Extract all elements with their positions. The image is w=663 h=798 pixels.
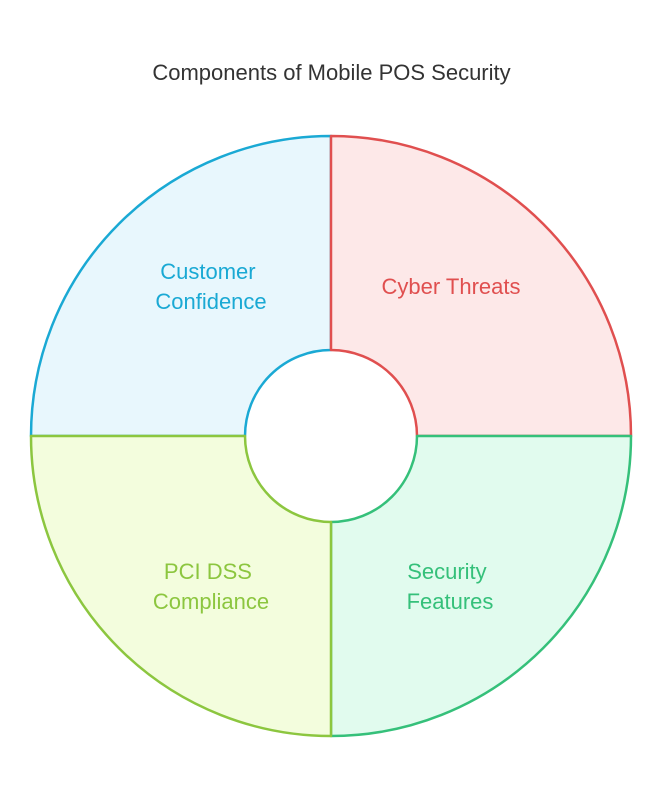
segment-pci-dss-compliance[interactable] — [29, 434, 333, 738]
segment-security-features[interactable] — [329, 434, 633, 738]
label-line: PCI DSS — [164, 559, 252, 584]
segment-cyber-threats[interactable] — [329, 134, 633, 438]
label-line: Features — [407, 589, 494, 614]
label-cyber-threats: Cyber Threats — [382, 274, 521, 299]
label-line: Security — [407, 559, 486, 584]
label-customer-confidence: Customer Confidence — [155, 259, 266, 314]
label-security-features: Security Features — [407, 559, 494, 614]
label-line: Confidence — [155, 289, 266, 314]
diagram-title: Components of Mobile POS Security — [152, 60, 511, 85]
label-line: Cyber Threats — [382, 274, 521, 299]
segment-customer-confidence[interactable] — [29, 134, 333, 438]
label-pci-dss-compliance: PCI DSS Compliance — [153, 559, 269, 614]
label-line: Compliance — [153, 589, 269, 614]
label-line: Customer — [160, 259, 255, 284]
